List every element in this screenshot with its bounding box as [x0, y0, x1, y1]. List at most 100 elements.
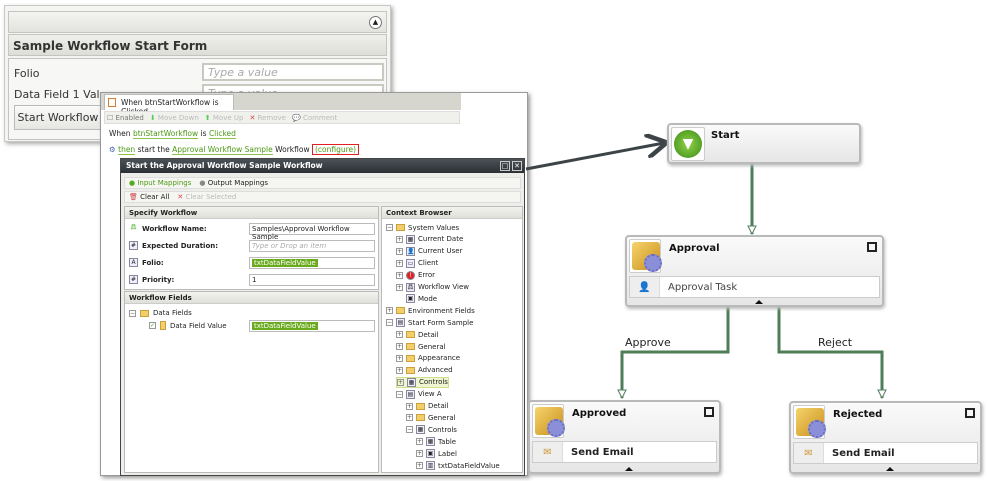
folder-icon: [396, 307, 405, 315]
close-icon: ✕: [249, 113, 256, 122]
remove-button[interactable]: ✕ Remove: [249, 113, 286, 122]
green-dot-icon: ●: [129, 179, 136, 187]
expand-toggle-icon[interactable]: +: [396, 331, 403, 339]
expand-toggle-icon[interactable]: +: [396, 259, 403, 267]
tree-item[interactable]: + Detail: [396, 329, 439, 340]
folio-input[interactable]: Type a value: [202, 63, 384, 81]
expected-duration-label: #Expected Duration:: [129, 241, 219, 250]
tree-item[interactable]: +▦Table: [416, 436, 456, 447]
collapse-caret-icon[interactable]: [624, 467, 633, 471]
expand-toggle-icon[interactable]: +: [396, 366, 403, 374]
expand-toggle-icon[interactable]: +: [386, 307, 393, 315]
event-link[interactable]: Clicked: [208, 129, 236, 139]
task-box-icon: [532, 404, 565, 438]
tree-item[interactable]: +!Error: [396, 270, 435, 281]
approval-node[interactable]: Approval 👤Approval Task: [625, 235, 884, 307]
node-event[interactable]: ✉Send Email: [532, 441, 717, 463]
clear-all-button[interactable]: 🗑 Clear All: [129, 193, 170, 201]
tree-item[interactable]: + General: [406, 412, 456, 423]
tree-item[interactable]: +Appearance: [396, 353, 460, 364]
comment-button[interactable]: 💬 Comment: [291, 113, 338, 122]
expand-toggle-icon[interactable]: +: [396, 354, 403, 362]
tree-item[interactable]: −▤View A: [396, 389, 442, 400]
workflow-link[interactable]: Approval Workflow Sample: [172, 145, 273, 155]
configure-link[interactable]: (configure): [311, 144, 360, 155]
tree-item[interactable]: −System Values: [386, 222, 459, 233]
tree-item-label: General: [428, 413, 456, 422]
tab-output-mappings[interactable]: ● Output Mappings: [199, 179, 268, 187]
start-node[interactable]: ▼ Start: [667, 123, 861, 164]
tree-item[interactable]: +General: [396, 341, 446, 352]
expand-toggle-icon[interactable]: +: [416, 438, 423, 446]
data-fields-node[interactable]: −Data Fields: [129, 309, 192, 317]
maximize-icon[interactable]: □: [500, 161, 510, 171]
tree-item[interactable]: +▦Current Date: [396, 234, 463, 245]
priority-input[interactable]: 1: [249, 274, 375, 286]
start-workflow-button[interactable]: Start Workflow: [14, 105, 102, 130]
calendar-icon: ▦: [406, 234, 415, 244]
data-field-label: Data Field 1 Value: [14, 88, 114, 101]
tree-item[interactable]: +▭Client: [396, 258, 438, 269]
expand-toggle-icon[interactable]: −: [386, 224, 393, 231]
tab-input-mappings[interactable]: ● Input Mappings: [129, 179, 192, 187]
approved-node[interactable]: Approved ✉Send Email: [528, 400, 721, 474]
rejected-node[interactable]: Rejected ✉Send Email: [789, 401, 982, 474]
expand-icon[interactable]: [704, 407, 714, 417]
expand-toggle-icon[interactable]: +: [416, 462, 423, 469]
control-link[interactable]: btnStartWorkflow: [132, 129, 199, 139]
collapse-icon[interactable]: ▲: [369, 16, 382, 29]
node-event[interactable]: 👤Approval Task: [629, 276, 880, 298]
expand-toggle-icon[interactable]: −: [396, 390, 403, 398]
tree-item[interactable]: +Detail: [406, 401, 449, 412]
tree-item-label: Table: [438, 437, 457, 446]
node-event[interactable]: ✉Send Email: [793, 442, 978, 464]
expand-toggle-icon[interactable]: +: [397, 378, 404, 386]
workflow-name-input[interactable]: Samples\Approval Workflow Sample: [249, 223, 375, 241]
tree-item[interactable]: +▥txtDataFieldValue: [416, 460, 500, 471]
data-field-value-node[interactable]: ✓Data Field Value: [149, 321, 227, 330]
tree-item[interactable]: −▤Start Form Sample: [386, 317, 473, 328]
tree-item[interactable]: −▦Controls: [406, 424, 457, 435]
folder-icon: [406, 366, 415, 374]
enabled-checkbox[interactable]: ☐ Enabled: [107, 113, 144, 122]
tree-item[interactable]: +👤Current User: [396, 246, 462, 257]
tree-item[interactable]: +Environment Fields: [386, 305, 475, 316]
expand-toggle-icon[interactable]: −: [406, 426, 413, 434]
tree-item[interactable]: ▣Mode: [396, 293, 437, 304]
section-heading: Specify Workflow: [125, 207, 378, 219]
folder-icon: [140, 309, 149, 317]
expand-toggle-icon[interactable]: +: [396, 235, 403, 243]
clear-selected-button[interactable]: ✕ Clear Selected: [177, 193, 237, 201]
expand-icon[interactable]: [867, 242, 877, 252]
expand-toggle-icon[interactable]: −: [386, 319, 393, 327]
collapse-caret-icon[interactable]: [754, 300, 763, 304]
folio-input[interactable]: txtDataFieldValue: [249, 257, 375, 269]
priority-label: #Priority:: [129, 275, 175, 284]
tree-item[interactable]: +▦Controls: [396, 376, 449, 388]
node-title: Rejected: [833, 409, 883, 420]
expected-duration-input[interactable]: Type or Drop an item: [249, 240, 375, 252]
data-field-value-input[interactable]: txtDataFieldValue: [249, 320, 375, 332]
close-icon[interactable]: ✕: [512, 161, 522, 171]
collapse-caret-icon[interactable]: [885, 467, 894, 471]
expand-icon[interactable]: [965, 408, 975, 418]
move-down-button[interactable]: ⬇ Move Down: [149, 113, 199, 122]
expand-toggle-icon[interactable]: +: [396, 271, 403, 279]
expand-toggle-icon[interactable]: +: [406, 402, 413, 410]
then-link[interactable]: then: [118, 145, 136, 155]
expand-toggle-icon[interactable]: +: [406, 414, 413, 422]
expand-toggle-icon[interactable]: +: [396, 247, 403, 255]
expand-toggle-icon[interactable]: +: [396, 283, 403, 291]
expand-toggle-icon[interactable]: +: [416, 450, 423, 458]
tree-item[interactable]: +Advanced: [396, 365, 453, 376]
expand-toggle-icon[interactable]: +: [396, 343, 403, 350]
tree-item-label: Detail: [418, 330, 439, 339]
move-up-button[interactable]: ⬆ Move Up: [204, 113, 244, 122]
tree-item[interactable]: +▣Label: [416, 448, 457, 459]
table-icon: ▦: [426, 437, 435, 447]
section-heading: Context Browser: [382, 207, 522, 219]
